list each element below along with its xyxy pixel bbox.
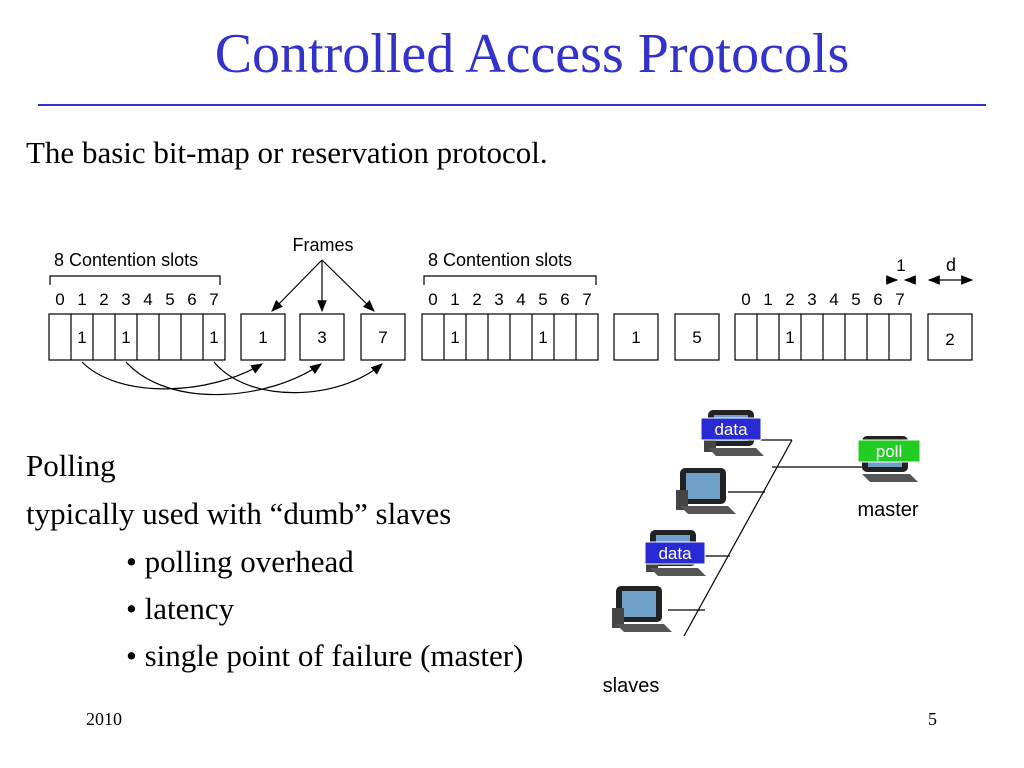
mapping-curves — [81, 361, 383, 396]
slide-title: Controlled Access Protocols — [214, 23, 850, 85]
one-slot-label: 1 — [896, 256, 905, 275]
slot-number: 6 — [187, 290, 196, 309]
slot-numbers-1: 0 1 2 3 4 5 6 7 — [55, 290, 218, 309]
slot-boxes-3 — [734, 313, 912, 361]
slot-mark: 1 — [450, 328, 459, 347]
slot-number: 1 — [77, 290, 86, 309]
slot-boxes-2 — [421, 313, 599, 361]
slot-number: 7 — [582, 290, 591, 309]
frame-box — [613, 313, 659, 361]
slot-number: 5 — [538, 290, 547, 309]
slot-number: 2 — [472, 290, 481, 309]
frame-box — [360, 313, 406, 361]
contention-brace-1 — [49, 275, 221, 285]
footer-year: 2010 — [86, 709, 122, 729]
page-number: 5 — [928, 709, 937, 729]
slot-number: 2 — [99, 290, 108, 309]
slot-number: 2 — [785, 290, 794, 309]
contention-label-2: 8 Contention slots — [428, 250, 572, 270]
frame-number: 3 — [317, 328, 326, 347]
frames-arrows — [271, 259, 375, 313]
poll-tag — [857, 439, 921, 463]
slot-number: 4 — [829, 290, 838, 309]
slot-number: 3 — [121, 290, 130, 309]
frame-boxes-2 — [613, 313, 720, 361]
data-tag-label: data — [714, 420, 748, 439]
polling-section: Polling typically used with “dumb” slave… — [26, 442, 451, 538]
frame-box — [674, 313, 720, 361]
frame-number: 5 — [692, 328, 701, 347]
slot-number: 5 — [165, 290, 174, 309]
frame-boxes-1 — [240, 313, 406, 361]
polling-bullets: • polling overhead • latency • single po… — [126, 538, 523, 679]
slot-number: 5 — [851, 290, 860, 309]
data-tag — [700, 417, 762, 441]
frame-box — [240, 313, 286, 361]
slide-subtitle: The basic bit-map or reservation protoco… — [26, 135, 548, 170]
polling-description: typically used with “dumb” slaves — [26, 496, 452, 531]
frame-box — [927, 313, 973, 361]
frame-number: 2 — [945, 330, 954, 349]
bullet-item: • single point of failure (master) — [126, 638, 524, 673]
bus-line — [683, 439, 793, 637]
slave-computer-icon — [612, 586, 672, 632]
slaves-label: slaves — [603, 675, 660, 697]
slot-number: 7 — [895, 290, 904, 309]
d-label: d — [946, 255, 956, 275]
slot-numbers-3: 0 1 2 3 4 5 6 7 — [741, 290, 904, 309]
contention-label-1: 8 Contention slots — [54, 250, 198, 270]
slot-boxes-1 — [48, 313, 226, 361]
frame-number: 1 — [258, 328, 267, 347]
frames-label: Frames — [292, 235, 353, 255]
poll-tag-label: poll — [876, 442, 902, 461]
slot-number: 4 — [516, 290, 525, 309]
slot-mark: 1 — [121, 328, 130, 347]
title-divider — [38, 104, 986, 106]
slot-mark: 1 — [77, 328, 86, 347]
slot-number: 0 — [741, 290, 750, 309]
slot-number: 6 — [873, 290, 882, 309]
slave-computer-icon — [676, 468, 736, 514]
frame-number: 7 — [378, 328, 387, 347]
data-tag — [644, 541, 706, 565]
slot-number: 1 — [763, 290, 772, 309]
slot-number: 7 — [209, 290, 218, 309]
polling-bus — [668, 439, 862, 637]
contention-brace-2 — [423, 275, 597, 285]
slot-number: 0 — [428, 290, 437, 309]
slot-number: 1 — [450, 290, 459, 309]
slot-mark: 1 — [538, 328, 547, 347]
slot-number: 4 — [143, 290, 152, 309]
slot-mark: 1 — [785, 328, 794, 347]
frame-number: 1 — [631, 328, 640, 347]
master-label: master — [857, 499, 918, 521]
bullet-item: • polling overhead — [126, 544, 354, 579]
slot-number: 6 — [560, 290, 569, 309]
data-tag-label: data — [658, 544, 692, 563]
frame-box — [299, 313, 345, 361]
slot-number: 3 — [494, 290, 503, 309]
bullet-item: • latency — [126, 591, 235, 626]
polling-heading: Polling — [26, 448, 116, 483]
slot-number: 0 — [55, 290, 64, 309]
slot-marks-1: 1 1 1 — [77, 328, 218, 347]
slot-mark: 1 — [209, 328, 218, 347]
slot-numbers-2: 0 1 2 3 4 5 6 7 — [428, 290, 591, 309]
slot-number: 3 — [807, 290, 816, 309]
